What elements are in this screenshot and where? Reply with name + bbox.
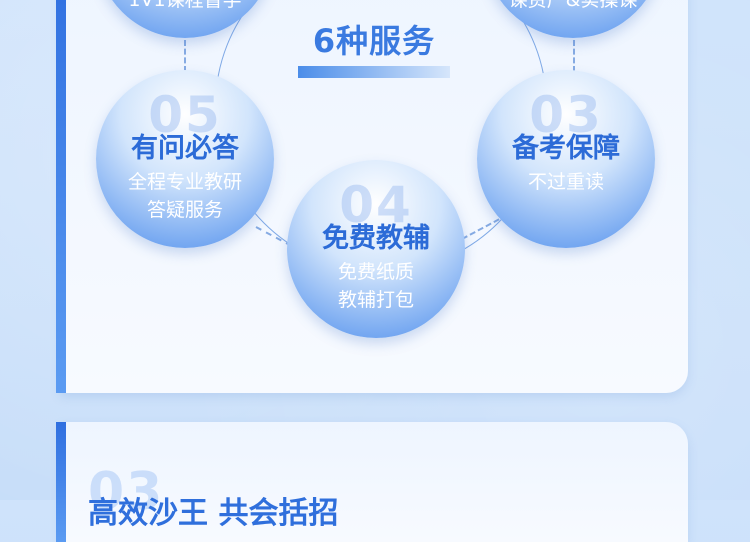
service-circle-04: 04 免费教辅 免费纸质 教辅打包 <box>287 160 465 338</box>
section-heading: 高效沙王 共会括招 <box>88 496 339 531</box>
service-top-left-label: 1V1课程督学 <box>128 0 242 11</box>
service-circle-05: 05 有问必答 全程专业教研 答疑服务 <box>96 70 274 248</box>
service-name: 有问必答 <box>131 133 239 164</box>
service-top-right-label: 课资广&实操课 <box>508 0 638 11</box>
service-number: 03 <box>529 86 603 144</box>
section-title-underline <box>298 66 450 78</box>
card-accent-bar <box>56 0 66 393</box>
service-desc-line1: 免费纸质 <box>337 261 414 283</box>
service-name: 备考保障 <box>512 133 620 164</box>
card-accent-bar <box>56 422 66 542</box>
section-title: 6种服务 <box>312 22 436 60</box>
service-desc: 不过重读 <box>477 168 655 196</box>
service-number: 04 <box>339 176 413 234</box>
connector-dash <box>184 40 186 72</box>
service-desc-line1: 全程专业教研 <box>127 171 242 193</box>
service-desc-line1: 不过重读 <box>527 171 604 193</box>
service-desc-line2: 答疑服务 <box>146 199 223 221</box>
service-name: 免费教辅 <box>322 223 430 254</box>
service-desc: 全程专业教研 答疑服务 <box>96 168 274 224</box>
service-desc: 免费纸质 教辅打包 <box>287 258 465 314</box>
connector-dash <box>573 40 575 72</box>
service-number: 05 <box>148 86 222 144</box>
service-desc-line2: 教辅打包 <box>337 289 414 311</box>
service-circle-03: 03 备考保障 不过重读 <box>477 70 655 248</box>
